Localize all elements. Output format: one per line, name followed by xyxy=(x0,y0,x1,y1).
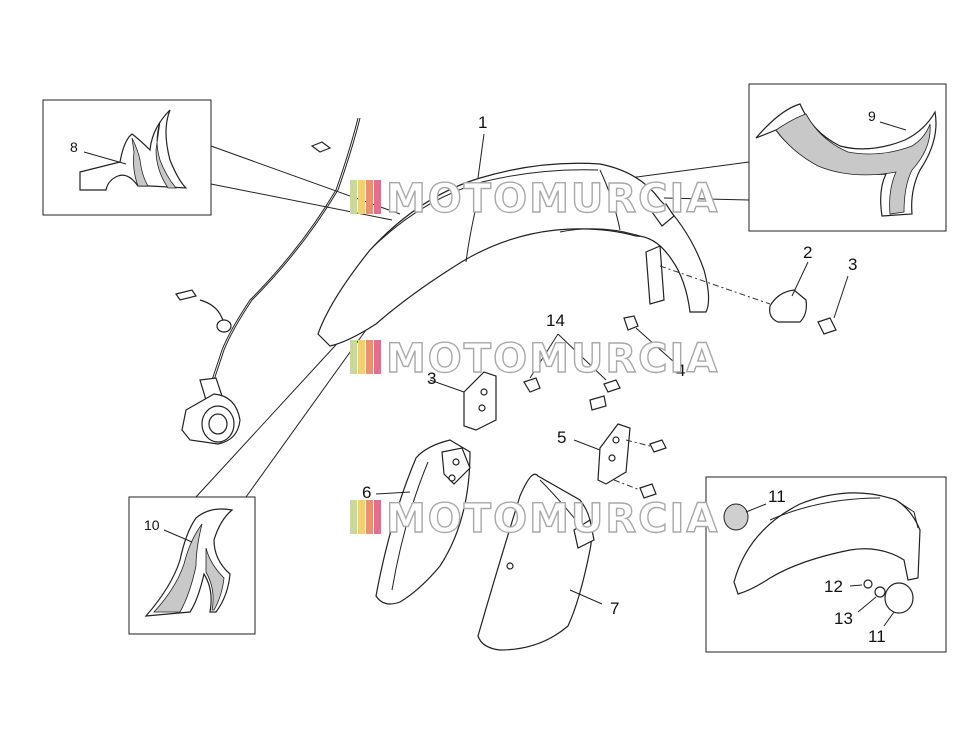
callout-11a: 11 xyxy=(768,487,786,506)
callout-3: 3 xyxy=(848,255,857,274)
screw-3 xyxy=(817,317,837,335)
callout-labels: 1 2 3 3 4 5 6 7 8 9 10 11 11 12 13 14 xyxy=(70,108,886,646)
decal-8-stripe-2 xyxy=(155,121,177,189)
fork-guard-7 xyxy=(477,473,603,651)
reflector-11-right xyxy=(884,582,914,614)
watermark-text: MOTOMURCIA xyxy=(386,336,719,382)
callout-5: 5 xyxy=(557,428,566,447)
detail-box-fender-reflectors xyxy=(705,476,947,653)
callout-7: 7 xyxy=(610,599,619,618)
detail-box-8 xyxy=(42,99,212,216)
hardware xyxy=(429,261,849,499)
callout-14: 14 xyxy=(546,311,565,330)
washer-13 xyxy=(874,586,886,598)
decal-9-stripe xyxy=(775,113,931,215)
bracket-5 xyxy=(597,423,631,485)
clamp-2 xyxy=(769,289,807,323)
watermark-text: MOTOMURCIA xyxy=(386,176,719,222)
screw-14a xyxy=(523,377,541,393)
nut-12 xyxy=(863,579,873,589)
detail-box-10 xyxy=(128,496,256,635)
watermark-top: MOTOMURCIA xyxy=(350,175,719,223)
callout-9: 9 xyxy=(868,108,876,124)
watermark-middle: MOTOMURCIA xyxy=(350,335,719,383)
callout-13: 13 xyxy=(834,609,853,628)
callout-12: 12 xyxy=(824,577,843,596)
callout-10: 10 xyxy=(144,517,160,533)
callout-2: 2 xyxy=(803,243,812,262)
detail-box-9 xyxy=(748,83,947,232)
fork-guard-6 xyxy=(375,439,471,605)
callout-6: 6 xyxy=(362,483,371,502)
callout-1: 1 xyxy=(478,113,487,132)
bracket-3 xyxy=(463,371,497,431)
callout-4: 4 xyxy=(676,361,685,380)
callout-11b: 11 xyxy=(868,627,886,646)
screw-14c xyxy=(589,395,607,411)
reflector-11-left xyxy=(723,503,749,531)
small-fender xyxy=(733,492,921,595)
decal-10-stripe-2 xyxy=(205,547,225,611)
decal-10-stripe xyxy=(153,523,203,613)
watermark-bottom: MOTOMURCIA xyxy=(350,495,719,543)
nut-4 xyxy=(623,315,639,331)
screw-14b xyxy=(603,379,621,393)
callout-3b: 3 xyxy=(427,369,436,388)
front-fender-1 xyxy=(317,133,771,347)
watermark-text: MOTOMURCIA xyxy=(386,496,719,542)
speedo-cable-assembly xyxy=(175,117,361,445)
decal-8-stripe xyxy=(131,137,149,187)
callout-8: 8 xyxy=(70,139,78,155)
